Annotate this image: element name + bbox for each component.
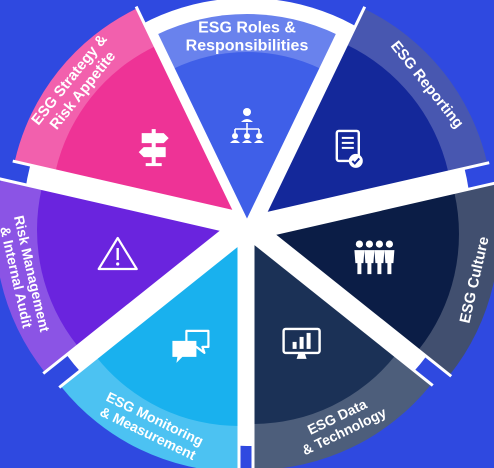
segment-divider [263,6,367,215]
segment-culture-wedge [273,192,459,350]
chat-bubbles-icon [172,329,210,363]
segment-divider [134,5,237,213]
segment-divider [245,32,340,223]
segment-divider [272,232,453,378]
monitor-chart-icon [282,327,321,359]
segment-divider [154,32,249,223]
segment-data-wedge [253,242,396,424]
segment-divider [12,159,236,214]
segment-divider [264,161,490,216]
segment-risk-wedge [37,188,223,346]
segment-label-line: Responsibilities [186,38,309,55]
segment-strategy-wedge [55,46,235,213]
org-chart-icon [230,108,264,143]
segment-label-line: ESG Roles & [198,20,296,37]
signpost-icon [138,129,169,167]
segment-data: ESG Data& Technology [251,240,434,468]
segment-monitoring-wedge [96,244,239,426]
segment-divider [42,228,224,375]
segment-divider [252,240,434,387]
segment-divider [0,177,224,232]
segment-divider [272,181,494,236]
segment-divider [58,242,240,389]
segment-reporting-wedge [265,44,449,214]
warning-triangle-icon [97,236,138,271]
report-document-icon [335,129,363,168]
segment-roles: ESG Roles &Responsibilities [154,14,340,223]
segment-roles-label: ESG Roles &Responsibilities [186,20,309,55]
people-group-icon [354,240,395,275]
segment-risk: Risk Management& Internal Audit [0,177,224,375]
segment-culture: ESG Culture [272,181,494,378]
